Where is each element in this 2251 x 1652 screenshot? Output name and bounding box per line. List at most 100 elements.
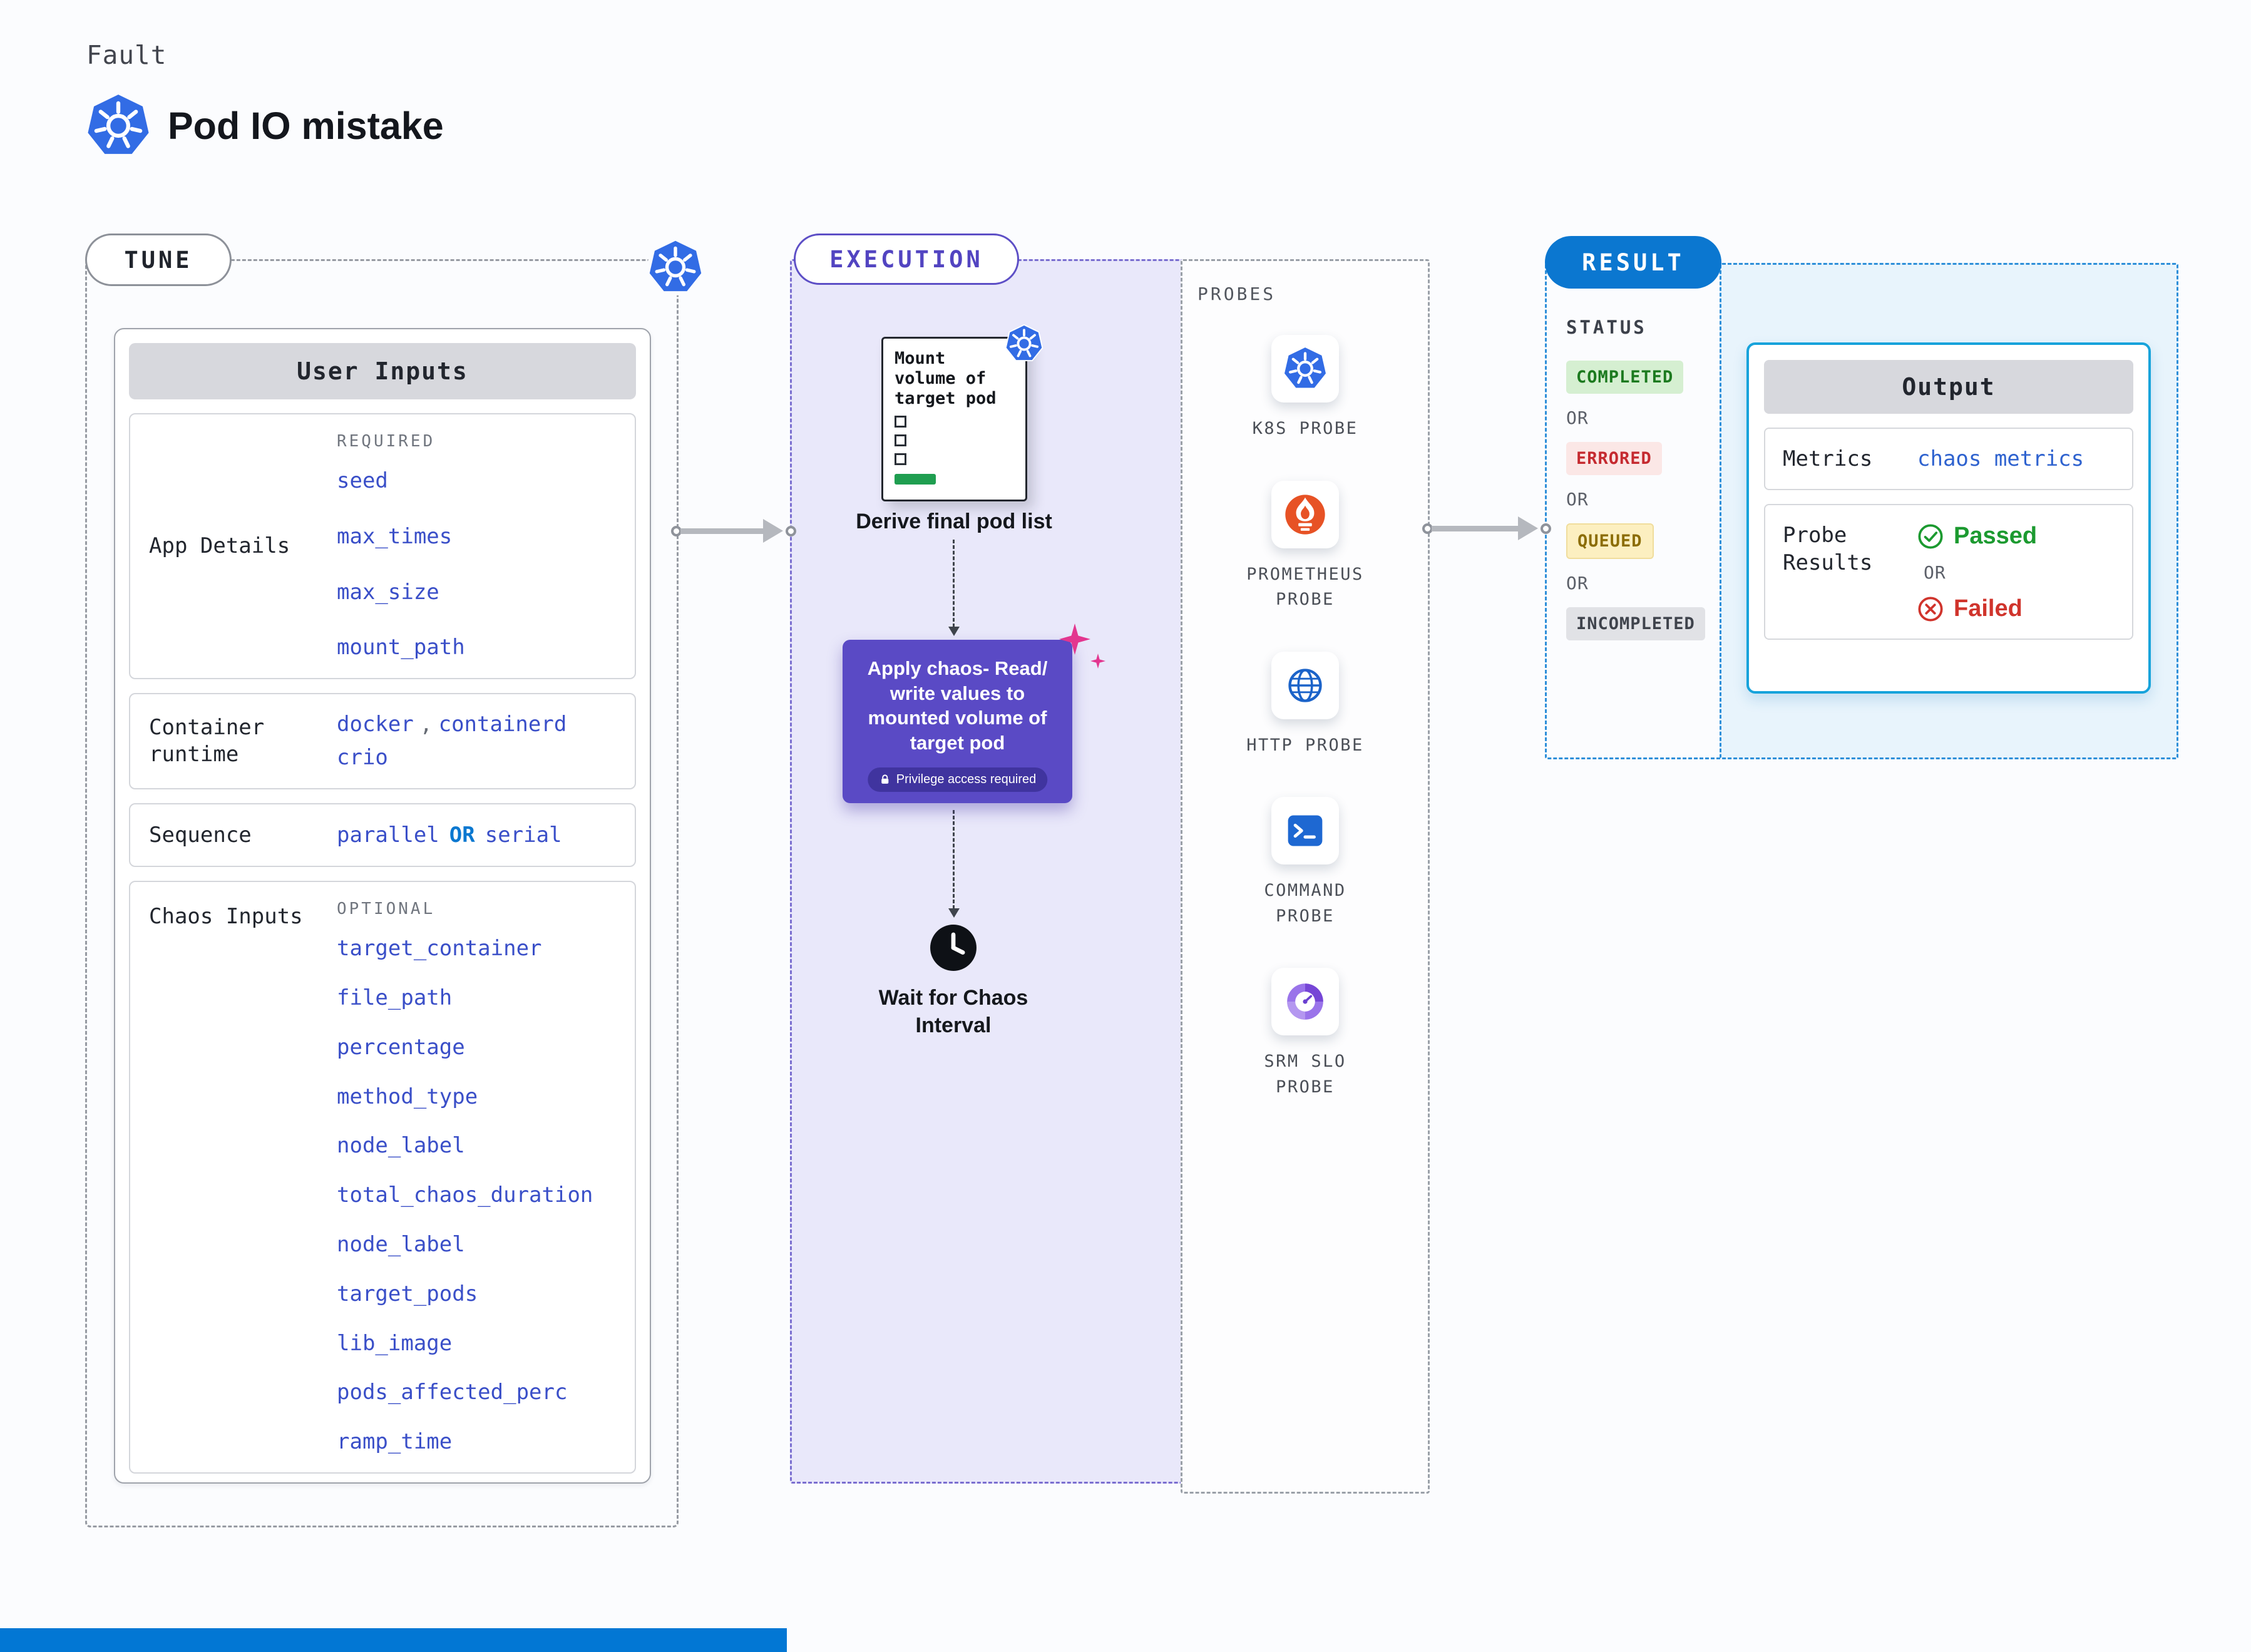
kubernetes-icon bbox=[1004, 324, 1044, 364]
wait-chaos-caption: Wait for Chaos Interval bbox=[878, 986, 1028, 1038]
bottom-blue-bar bbox=[0, 1628, 787, 1652]
link-serial[interactable]: serial bbox=[485, 822, 562, 848]
apply-chaos-text: Apply chaos- Read/ write values to mount… bbox=[867, 657, 1048, 754]
link-target-pods[interactable]: target_pods bbox=[337, 1281, 478, 1306]
output-card: Output Metrics chaos metrics Probe Resul… bbox=[1746, 342, 2151, 694]
probe-label: K8S PROBE bbox=[1252, 419, 1358, 438]
link-percentage[interactable]: percentage bbox=[337, 1034, 465, 1060]
status-badge-completed: COMPLETED bbox=[1566, 361, 1684, 394]
probe-list: K8S PROBE PROMETHEUS PROBE bbox=[1182, 335, 1428, 1139]
link-node-label[interactable]: node_label bbox=[337, 1133, 465, 1159]
app-details-section: App Details REQUIRED seed max_times max_… bbox=[129, 413, 636, 680]
link-docker[interactable]: docker bbox=[337, 712, 414, 737]
probe-label: PROMETHEUS PROBE bbox=[1246, 564, 1364, 610]
sequence-section: Sequence parallel OR serial bbox=[129, 803, 636, 868]
chaos-metrics-link[interactable]: chaos metrics bbox=[1917, 446, 2084, 472]
optional-tag: OPTIONAL bbox=[337, 900, 436, 919]
link-method-type[interactable]: method_type bbox=[337, 1084, 478, 1109]
tune-section-box bbox=[85, 259, 679, 1527]
kubernetes-icon bbox=[1271, 335, 1339, 403]
user-inputs-title: User Inputs bbox=[129, 343, 636, 399]
status-badge-queued: QUEUED bbox=[1566, 523, 1654, 559]
checkbox-icon bbox=[895, 453, 906, 465]
link-max-size[interactable]: max_size bbox=[337, 579, 439, 605]
link-total-chaos-duration[interactable]: total_chaos_duration bbox=[337, 1183, 593, 1208]
checkbox-icon bbox=[895, 434, 906, 446]
prometheus-icon bbox=[1271, 480, 1339, 548]
connector-dot bbox=[1541, 523, 1551, 534]
probe-label: HTTP PROBE bbox=[1246, 735, 1364, 755]
sequence-label: Sequence bbox=[149, 822, 252, 848]
probe-item-srm-slo: SRM SLO PROBE bbox=[1239, 968, 1371, 1100]
progress-bar bbox=[895, 473, 936, 485]
chaos-inputs-label: Chaos Inputs bbox=[149, 904, 303, 930]
status-column: STATUS COMPLETED OR ERRORED OR QUEUED OR… bbox=[1566, 317, 1710, 640]
globe-icon bbox=[1271, 651, 1339, 719]
sparkle-icon bbox=[1090, 654, 1105, 669]
metrics-label: Metrics bbox=[1783, 446, 1873, 471]
link-seed[interactable]: seed bbox=[337, 468, 388, 493]
terminal-icon bbox=[1271, 797, 1339, 864]
status-badge-errored: ERRORED bbox=[1566, 442, 1662, 475]
output-title: Output bbox=[1764, 360, 2133, 414]
check-circle-icon bbox=[1918, 524, 1943, 549]
flow-arrow-down bbox=[948, 540, 960, 636]
passed-text: Passed bbox=[1954, 523, 2038, 550]
privilege-badge-text: Privilege access required bbox=[896, 772, 1037, 786]
tune-to-execution-arrow bbox=[671, 518, 796, 543]
failed-text: Failed bbox=[1954, 595, 2023, 622]
checkbox-icon bbox=[895, 415, 906, 428]
status-or: OR bbox=[1566, 408, 1589, 428]
probes-section-box: PROBES K8S PROBE bbox=[1181, 259, 1430, 1494]
execution-to-result-arrow bbox=[1422, 516, 1551, 541]
status-badge-incompleted: INCOMPLETED bbox=[1566, 607, 1705, 640]
mount-note-text: Mount volume of target pod bbox=[895, 349, 997, 408]
page-header: Pod IO mistake bbox=[85, 93, 444, 159]
tune-section-label: TUNE bbox=[85, 233, 232, 286]
probe-label: COMMAND PROBE bbox=[1264, 881, 1346, 926]
probe-label: SRM SLO PROBE bbox=[1264, 1052, 1346, 1097]
comma-separator: , bbox=[419, 712, 433, 737]
arrow-shaft bbox=[1432, 525, 1519, 531]
probe-item-command: COMMAND PROBE bbox=[1239, 797, 1371, 929]
privilege-badge: Privilege access required bbox=[867, 767, 1048, 792]
chaos-inputs-section: Chaos Inputs OPTIONAL target_container f… bbox=[129, 881, 636, 1474]
clock-icon bbox=[927, 921, 980, 974]
link-target-container[interactable]: target_container bbox=[337, 936, 542, 962]
link-max-times[interactable]: max_times bbox=[337, 523, 453, 549]
apply-chaos-step: Apply chaos- Read/ write values to mount… bbox=[843, 640, 1072, 803]
kubernetes-icon bbox=[85, 93, 151, 159]
arrow-head bbox=[1518, 516, 1538, 540]
status-or: OR bbox=[1566, 489, 1589, 510]
arrow-shaft bbox=[680, 528, 764, 534]
link-containerd[interactable]: containerd bbox=[438, 712, 567, 737]
link-ramp-time[interactable]: ramp_time bbox=[337, 1429, 453, 1455]
sequence-or: OR bbox=[449, 823, 475, 848]
flow-arrow-down bbox=[948, 810, 960, 918]
connector-dot bbox=[786, 525, 796, 536]
passed-row: Passed bbox=[1917, 523, 2115, 550]
link-crio[interactable]: crio bbox=[337, 744, 388, 770]
link-pods-affected-perc[interactable]: pods_affected_perc bbox=[337, 1380, 568, 1405]
link-file-path[interactable]: file_path bbox=[337, 985, 453, 1011]
arrow-head bbox=[763, 519, 783, 543]
failed-row: Failed bbox=[1917, 595, 2115, 622]
status-or: OR bbox=[1566, 573, 1589, 593]
link-node-label-2[interactable]: node_label bbox=[337, 1232, 465, 1258]
probe-item-prometheus: PROMETHEUS PROBE bbox=[1239, 480, 1371, 613]
container-runtime-label: Container runtime bbox=[149, 715, 265, 767]
execution-section-label: EXECUTION bbox=[794, 233, 1019, 285]
link-parallel[interactable]: parallel bbox=[337, 822, 439, 848]
probe-item-http: HTTP PROBE bbox=[1239, 651, 1371, 759]
sparkle-icon bbox=[1059, 623, 1090, 655]
user-inputs-card: User Inputs App Details REQUIRED seed ma… bbox=[114, 328, 651, 1484]
link-lib-image[interactable]: lib_image bbox=[337, 1330, 453, 1356]
result-section-label: RESULT bbox=[1545, 236, 1721, 289]
mount-volume-note: Mount volume of target pod bbox=[881, 324, 1043, 501]
gauge-icon bbox=[1271, 968, 1339, 1035]
container-runtime-section: Container runtime docker , containerd cr… bbox=[129, 693, 636, 789]
required-tag: REQUIRED bbox=[337, 432, 436, 451]
link-mount-path[interactable]: mount_path bbox=[337, 635, 465, 660]
probe-results-row: Probe Results Passed OR Failed bbox=[1764, 504, 2133, 640]
fault-kicker: Fault bbox=[86, 40, 167, 70]
